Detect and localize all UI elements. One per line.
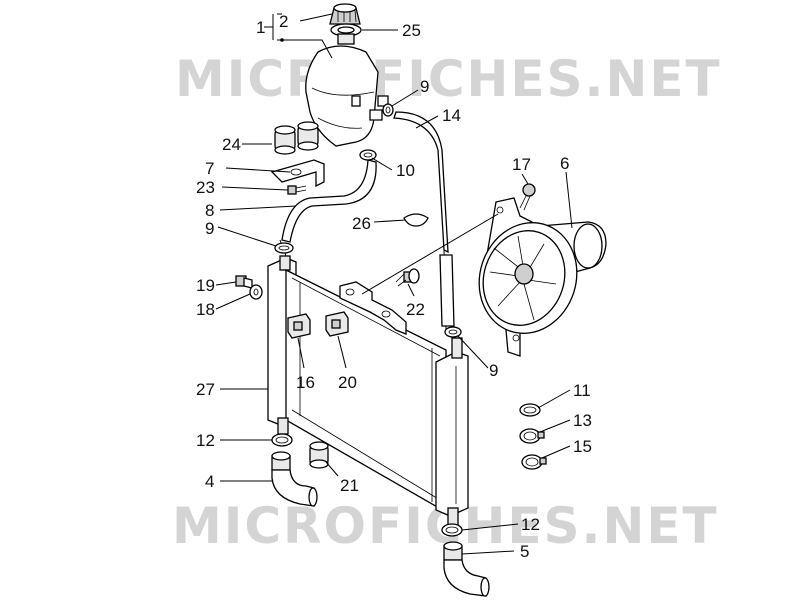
hose-5 (443, 541, 490, 597)
callout-27: 27 (196, 380, 215, 399)
callout-15: 15 (573, 437, 592, 456)
callout-8: 8 (205, 201, 214, 220)
callout-20: 20 (338, 373, 357, 392)
callout-18: 18 (196, 300, 215, 319)
clamp-13 (519, 428, 545, 444)
screw-23 (287, 185, 307, 195)
expansion-tank (305, 45, 389, 147)
callout-25: 25 (402, 21, 421, 40)
clamp-10 (359, 149, 377, 161)
callout-24: 24 (222, 135, 241, 154)
callout-11: 11 (573, 381, 591, 400)
filler-cap (329, 3, 361, 25)
callout-12-right: 12 (521, 515, 540, 534)
callout-13: 13 (573, 411, 592, 430)
hose-14 (393, 111, 455, 331)
circlip-26 (403, 213, 429, 227)
callout-10: 10 (396, 161, 415, 180)
rubber-mount-24-a (274, 125, 296, 155)
clamp-9-top (382, 103, 394, 117)
hose-4 (271, 451, 318, 507)
callout-labels: 1 2 25 9 14 24 7 23 10 17 6 8 26 9 19 18… (196, 12, 592, 561)
callout-9-top: 9 (420, 77, 429, 96)
hose-8 (281, 159, 377, 243)
rubber-pad-16 (287, 313, 311, 339)
callout-9-right: 9 (489, 361, 498, 380)
callout-4: 4 (205, 472, 214, 491)
fan-assembly-6 (478, 197, 607, 357)
watermark-top: MICROFICHES.NET (175, 50, 722, 108)
sensor-19 (235, 275, 253, 289)
rubber-pad-20 (325, 311, 349, 337)
callout-5: 5 (520, 542, 529, 561)
callout-19: 19 (196, 276, 215, 295)
clamp-12-right (441, 523, 463, 537)
callout-9-left: 9 (205, 219, 214, 238)
callout-21: 21 (340, 476, 359, 495)
screw-22 (395, 268, 420, 287)
fan-alignment-line (361, 213, 499, 295)
rubber-mount-21 (309, 441, 329, 469)
callout-12-left: 12 (196, 431, 215, 450)
callout-17: 17 (512, 155, 531, 174)
callout-16: 16 (296, 373, 315, 392)
clamp-9-left (274, 242, 294, 254)
callout-7: 7 (205, 159, 214, 178)
callout-14: 14 (442, 106, 461, 125)
callout-26: 26 (352, 214, 371, 233)
clamp-9-right (444, 326, 462, 338)
bracket-7 (270, 159, 325, 188)
callout-2: 2 (279, 12, 288, 31)
cap-seal-25 (330, 23, 362, 45)
washer-18 (249, 284, 263, 300)
callout-22: 22 (406, 300, 425, 319)
leader-lines (215, 13, 573, 555)
clamp-12-left (271, 433, 293, 447)
clamp-11 (519, 403, 541, 417)
clamp-15 (521, 454, 547, 470)
rubber-mount-24-b (297, 121, 319, 151)
callout-1: 1 (256, 18, 265, 37)
screw-17 (519, 183, 536, 211)
callout-23: 23 (196, 178, 215, 197)
callout-6: 6 (560, 154, 569, 173)
